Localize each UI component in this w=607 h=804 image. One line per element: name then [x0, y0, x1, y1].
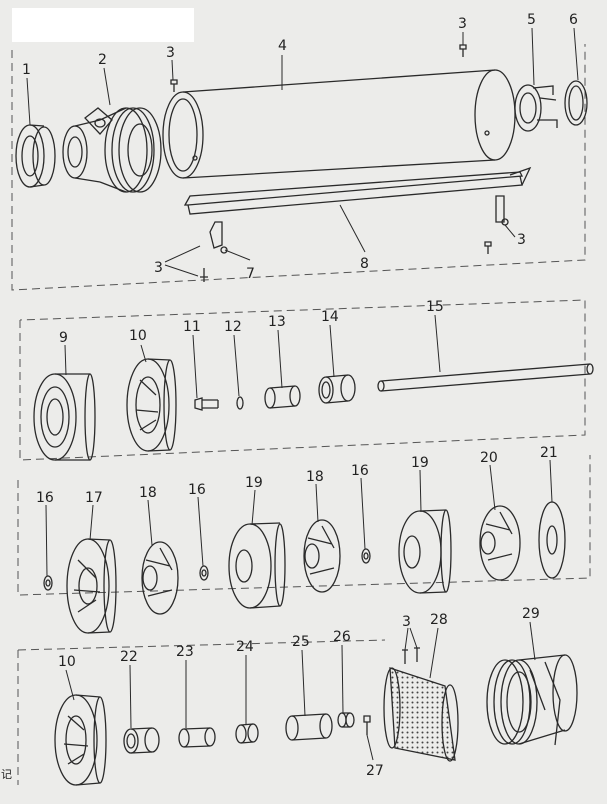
part-4-drawing: [162, 69, 516, 179]
label-27: 27: [366, 763, 384, 779]
label-3d: 3: [517, 232, 526, 248]
boundary-group-3: [17, 455, 591, 596]
label-7: 7: [246, 266, 255, 282]
part-10-drawing: [126, 358, 177, 452]
label-24: 24: [236, 639, 254, 655]
label-28: 28: [430, 612, 448, 628]
boundary-group-1: [11, 44, 586, 291]
label-3c: 3: [154, 260, 163, 276]
part-9-drawing: [33, 373, 96, 461]
label-9: 9: [59, 330, 68, 346]
part-20-drawing: [479, 505, 521, 581]
label-16b: 16: [188, 482, 206, 498]
label-25: 25: [292, 634, 310, 650]
part-8-drawing: [183, 166, 532, 215]
label-3e: 3: [402, 614, 411, 630]
label-21: 21: [540, 445, 558, 461]
part-16c-drawing: [361, 548, 371, 564]
part-18a-drawing: [141, 541, 179, 615]
label-19a: 19: [245, 475, 263, 491]
part-29-drawing: [486, 654, 578, 746]
blank-label-box: [12, 8, 194, 42]
part-17-drawing: [66, 538, 117, 634]
part-28-drawing: [383, 647, 459, 762]
label-1: 1: [22, 62, 31, 78]
label-13: 13: [268, 314, 286, 330]
label-17: 17: [85, 490, 103, 506]
screw-drawings: [170, 44, 492, 282]
label-19b: 19: [411, 455, 429, 471]
part-labels: 1 2 3 4 3 5 6 3 7 8 3 9 10 11 12 13 14 1…: [1, 12, 578, 781]
label-5: 5: [527, 12, 536, 28]
label-29: 29: [522, 606, 540, 622]
part-14-drawing: [318, 374, 356, 404]
label-23: 23: [176, 644, 194, 660]
part-22-drawing: [123, 727, 160, 754]
part-10b-drawing: [54, 694, 107, 786]
label-11: 11: [183, 319, 201, 335]
part-11-drawing: [194, 397, 219, 411]
label-10a: 10: [129, 328, 147, 344]
part-13-drawing: [264, 385, 301, 409]
parts-drawings: [15, 44, 594, 786]
part-2-drawing: [62, 107, 162, 193]
label-16c: 16: [351, 463, 369, 479]
part-7-drawing: [209, 195, 509, 254]
part-1-drawing: [15, 124, 56, 188]
part-21-drawing: [538, 501, 566, 579]
part-19a-drawing: [228, 522, 286, 609]
part-16b-drawing: [199, 565, 209, 581]
boundary-group-2: [19, 299, 586, 461]
label-20: 20: [480, 450, 498, 466]
part-12-drawing: [236, 396, 244, 410]
label-2: 2: [98, 52, 107, 68]
label-8: 8: [360, 256, 369, 272]
part-24-drawing: [235, 723, 259, 744]
group-boundaries: [11, 44, 591, 785]
label-16a: 16: [36, 490, 54, 506]
edge-mark: 记: [1, 768, 12, 781]
part-23-drawing: [178, 727, 216, 748]
boundary-group-4: [17, 639, 386, 785]
label-14: 14: [321, 309, 339, 325]
part-16a-drawing: [43, 575, 53, 591]
part-26-drawing: [337, 712, 355, 728]
part-5-drawing: [514, 84, 558, 132]
part-19b-drawing: [398, 509, 452, 594]
label-12: 12: [224, 319, 242, 335]
label-15: 15: [426, 299, 444, 315]
leader-lines: [26, 27, 579, 761]
label-18a: 18: [139, 485, 157, 501]
part-25-drawing: [285, 713, 333, 741]
part-27-drawing: [363, 715, 371, 735]
part-18b-drawing: [303, 519, 341, 593]
label-10b: 10: [58, 654, 76, 670]
label-26: 26: [333, 629, 351, 645]
part-6-drawing: [564, 80, 588, 126]
part-15-drawing: [377, 363, 594, 392]
label-22: 22: [120, 649, 138, 665]
label-3b: 3: [458, 16, 467, 32]
label-4: 4: [278, 38, 287, 54]
label-18b: 18: [306, 469, 324, 485]
label-3a: 3: [166, 45, 175, 61]
label-6: 6: [569, 12, 578, 28]
